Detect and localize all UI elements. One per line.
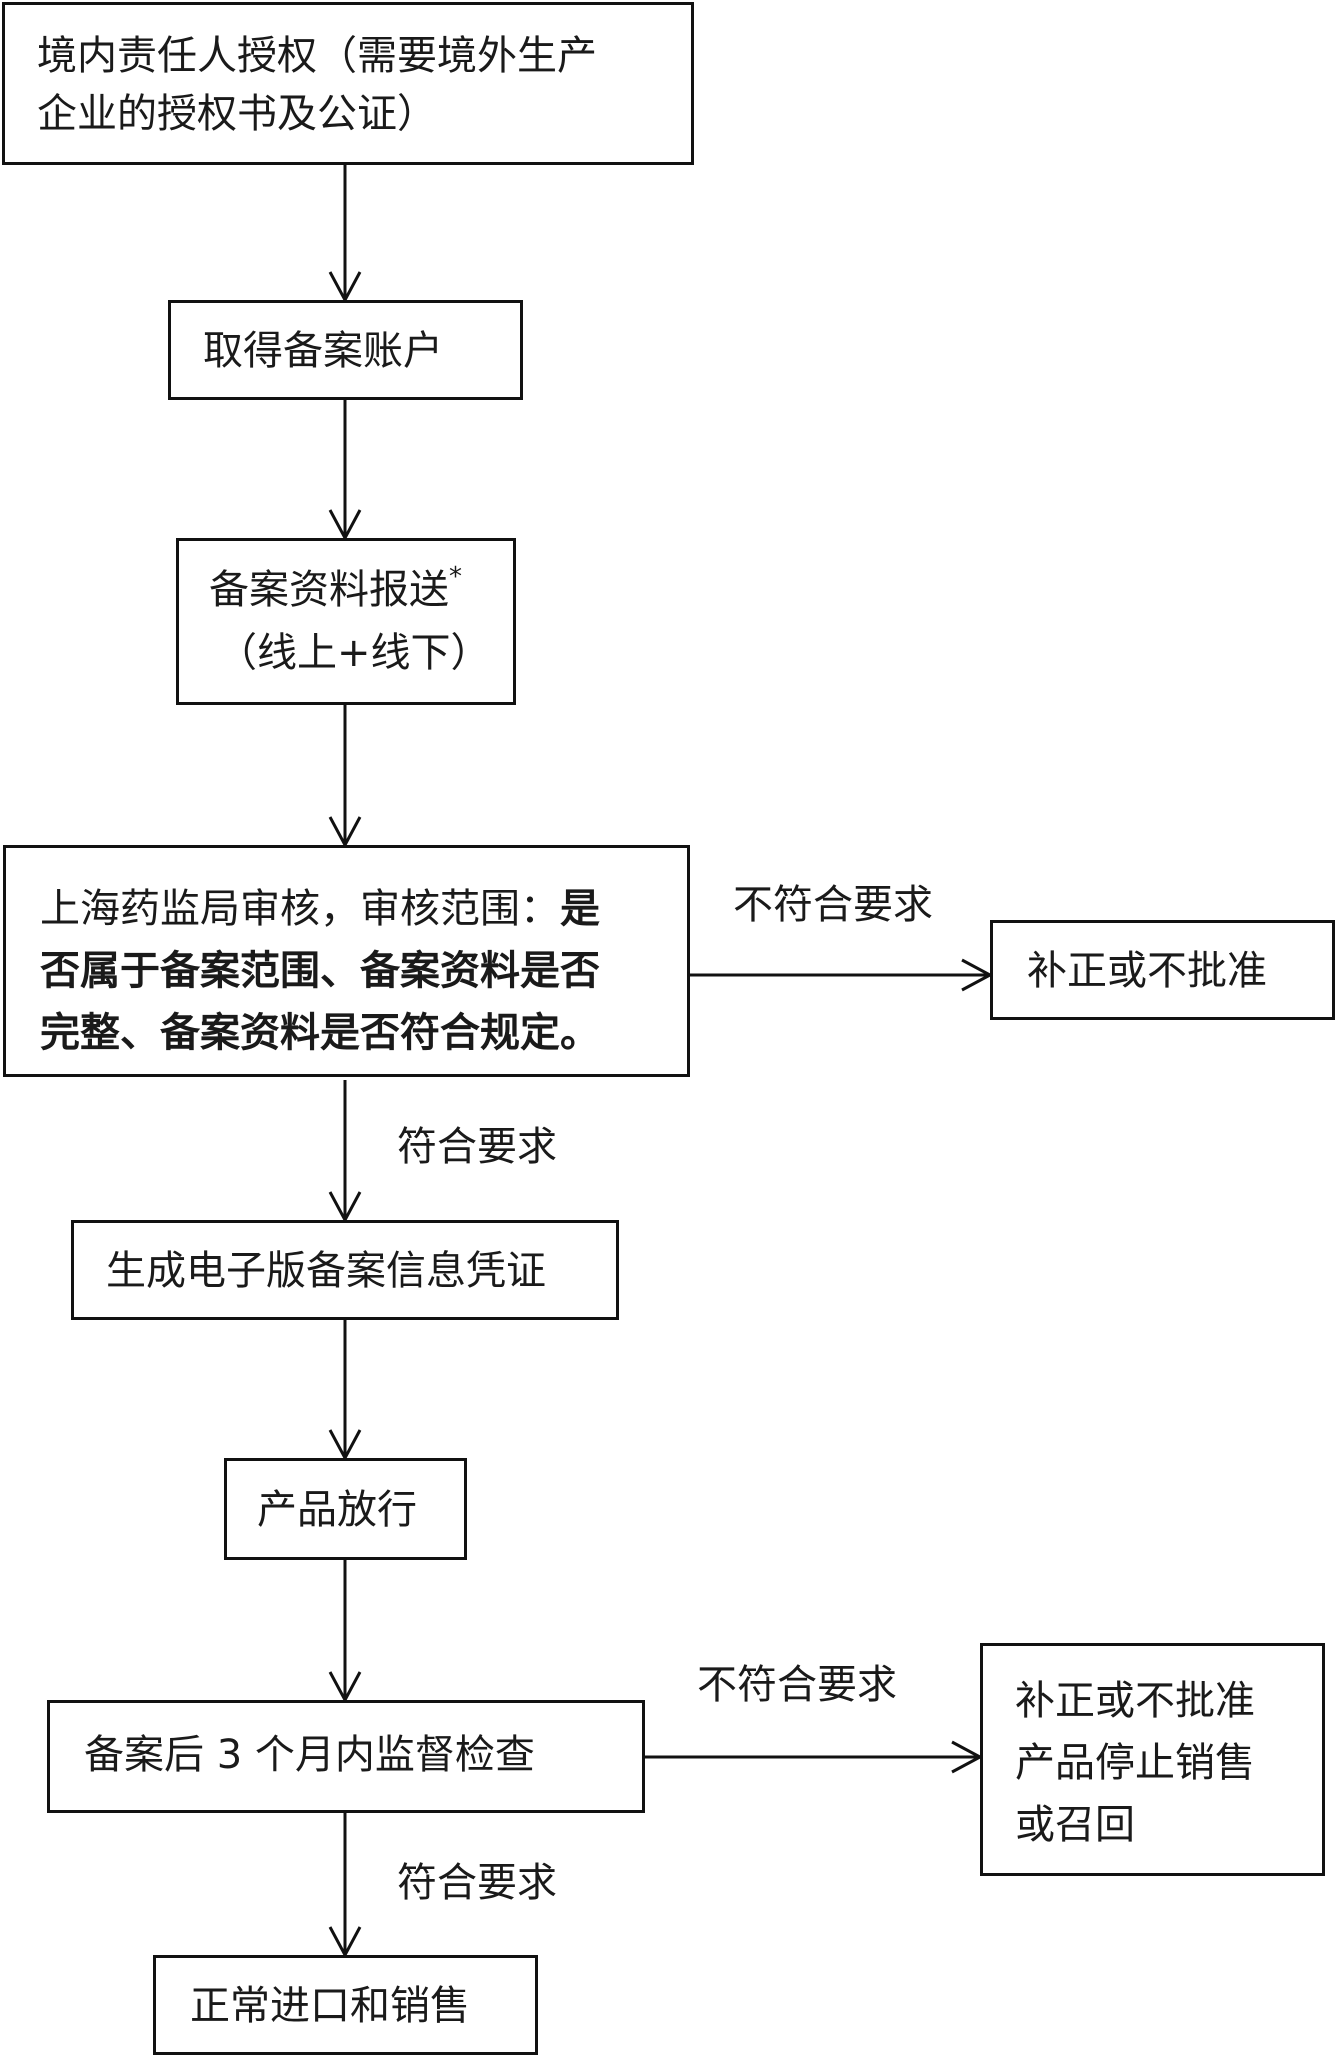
step-review: 上海药监局审核，审核范围：是 否属于备案范围、备案资料是否 完整、备案资料是否符…	[3, 845, 690, 1077]
step-release-text: 产品放行	[257, 1487, 417, 1533]
step-authorize: 境内责任人授权（需要境外生产 企业的授权书及公证）	[2, 2, 694, 165]
step-submit: 备案资料报送* （线上+线下）	[176, 538, 516, 705]
step-reject-2-line1: 补正或不批准	[1015, 1678, 1255, 1724]
step-reject-1-text: 补正或不批准	[1027, 948, 1267, 994]
step-submit-line2: （线上+线下）	[217, 630, 491, 676]
step-authorize-line1: 境内责任人授权（需要境外生产	[37, 33, 597, 79]
label-pass-1: 符合要求	[397, 1124, 557, 1170]
step-submit-footnote-mark: *	[449, 562, 462, 592]
label-fail-2: 不符合要求	[697, 1662, 897, 1708]
step-inspect-text: 备案后 3 个月内监督检查	[84, 1732, 535, 1778]
step-certificate-text: 生成电子版备案信息凭证	[106, 1248, 546, 1294]
step-reject-2-line2: 产品停止销售	[1015, 1740, 1255, 1786]
label-pass-2: 符合要求	[397, 1860, 557, 1906]
step-account-text: 取得备案账户	[203, 328, 443, 374]
step-account: 取得备案账户	[168, 300, 523, 400]
label-fail-1: 不符合要求	[733, 882, 933, 928]
step-review-line1-bold: 是	[560, 886, 600, 932]
step-inspect: 备案后 3 个月内监督检查	[47, 1700, 645, 1813]
step-review-line1: 上海药监局审核，审核范围：是	[40, 878, 687, 940]
step-authorize-line2: 企业的授权书及公证）	[37, 91, 437, 137]
step-review-line2: 否属于备案范围、备案资料是否	[40, 948, 600, 994]
step-reject-2: 补正或不批准 产品停止销售 或召回	[980, 1643, 1325, 1876]
step-reject-2-line3: 或召回	[1015, 1802, 1135, 1848]
step-review-line1-normal: 上海药监局审核，审核范围：	[40, 886, 560, 932]
step-submit-title: 备案资料报送	[209, 567, 449, 613]
step-release: 产品放行	[224, 1458, 467, 1560]
step-reject-1: 补正或不批准	[990, 920, 1335, 1020]
step-normal-text: 正常进口和销售	[190, 1983, 470, 2029]
step-certificate: 生成电子版备案信息凭证	[71, 1220, 619, 1320]
step-review-line3: 完整、备案资料是否符合规定。	[40, 1010, 600, 1056]
step-submit-line1: 备案资料报送*	[209, 561, 513, 624]
step-normal: 正常进口和销售	[153, 1955, 538, 2055]
